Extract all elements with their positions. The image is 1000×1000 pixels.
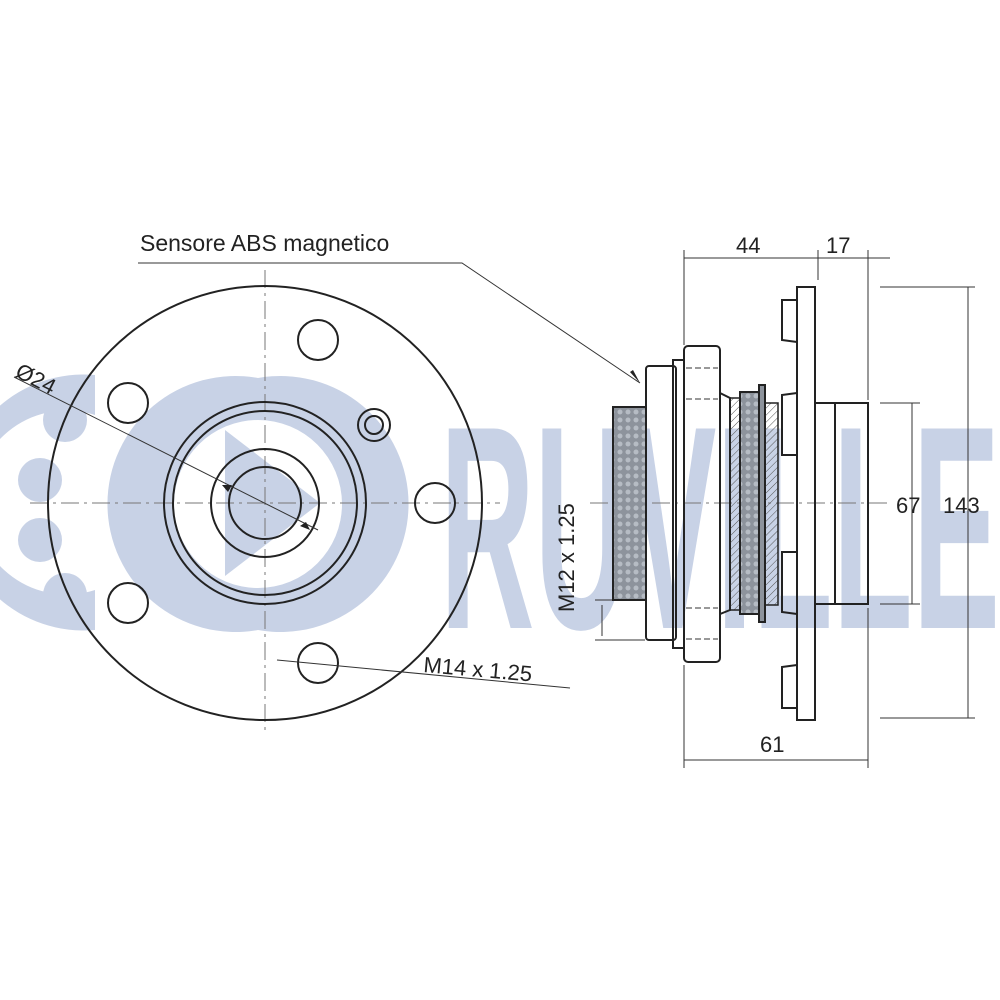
bolt-holes — [107, 319, 456, 684]
abs-sensor-ring — [612, 406, 647, 601]
dim-44: 44 — [736, 233, 760, 258]
center-bore — [228, 466, 302, 540]
front-view: Ø24 M14 x 1.25 — [12, 270, 571, 735]
ruville-watermark-logo: RUVILLE — [0, 366, 1000, 690]
dim-67: 67 — [896, 493, 920, 518]
dim-61: 61 — [760, 732, 784, 757]
dimensions: 44 17 61 143 67 M12 x 1.25 — [554, 233, 980, 768]
dim-17: 17 — [826, 233, 850, 258]
flange-outline — [47, 285, 483, 721]
dim-143: 143 — [943, 493, 980, 518]
sensor-thread-label: M12 x 1.25 — [554, 503, 579, 612]
side-view — [590, 286, 890, 721]
abs-sensor-label: Sensore ABS magnetico — [140, 230, 389, 256]
